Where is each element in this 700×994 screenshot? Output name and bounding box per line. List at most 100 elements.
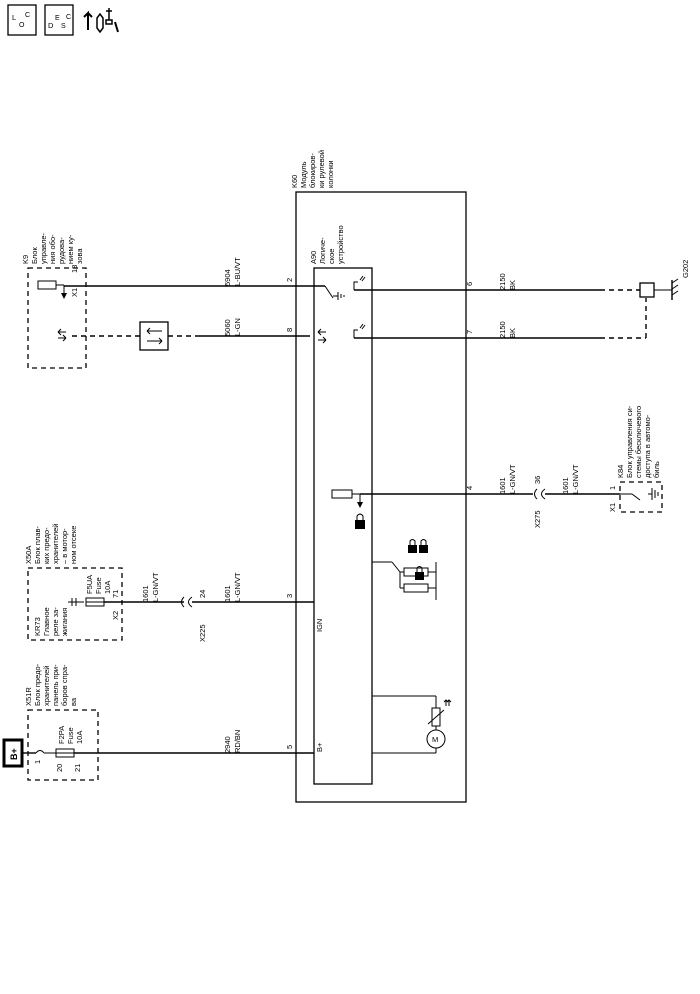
wire-1601-pin4-circuit: 1601 [498, 477, 507, 494]
wire-2150-a-circuit: 2150 [498, 273, 507, 290]
wire-2940-circuit: 2940 [223, 736, 232, 753]
thermistor-icon [427, 699, 452, 727]
svg-text:A90: A90 [309, 251, 318, 264]
k60-pin-5: 5 [285, 745, 294, 749]
wire-1601-k84-circuit: 1601 [561, 477, 570, 494]
ground-splice-box [639, 282, 655, 298]
k60-module-label: K60 Модуль блокиров- ки рулевой колонки [290, 150, 335, 188]
svg-text:KR73: KR73 [33, 617, 42, 636]
svg-text:Блок управления си-: Блок управления си- [625, 405, 634, 478]
svg-text:– в мотор-: – в мотор- [60, 528, 69, 564]
wire-1601-k84-color: L-GN/VT [571, 464, 580, 494]
f2pa-fuse-icon[interactable] [55, 748, 75, 758]
svg-text:доступа в автомо-: доступа в автомо- [643, 414, 652, 478]
bplus-internal-label: B+ [315, 742, 324, 752]
k9-input-symbol [37, 280, 67, 299]
motor-icon: M [426, 729, 446, 749]
svg-text:стемы бесключевого: стемы бесключевого [634, 406, 643, 478]
k84-module-label: K84 Блок управления си- стемы бесключево… [616, 405, 661, 478]
lock-icon-bottom [415, 566, 424, 580]
svg-text:Блок: Блок [30, 247, 39, 264]
k84-module-box [619, 481, 663, 513]
wire-1601-pin3-circuit: 1601 [223, 585, 232, 602]
svg-text:X50A: X50A [24, 546, 33, 564]
x50a-connector-x2: X2 [111, 611, 120, 620]
k60-pin-4: 4 [465, 486, 474, 490]
k84-pin-1: 1 [608, 486, 617, 490]
svg-text:10A: 10A [103, 581, 112, 594]
svg-text:X51R: X51R [24, 687, 33, 706]
location-icon[interactable]: L O C [7, 4, 37, 36]
serial-data-icon[interactable] [139, 321, 169, 351]
k60-pin-2: 2 [285, 278, 294, 282]
svg-text:Блок предо-: Блок предо- [33, 663, 42, 706]
x51r-pin-1: 1 [33, 760, 42, 764]
svg-text:нием ку-: нием ку- [66, 234, 75, 264]
wire-1601-pin3-color: L-GN/VT [233, 572, 242, 602]
location-letter-c: C [25, 12, 30, 19]
wire-1601-x50a-color: L-GN/VT [151, 572, 160, 602]
svg-text:биль: биль [652, 461, 661, 478]
x225-connector-symbol [181, 596, 193, 608]
wire-2940-color: RD/BN [233, 730, 242, 753]
battery-power-label: B+ [9, 748, 19, 760]
svg-text:блокиров-: блокиров- [308, 153, 317, 188]
f5ua-fuse-label: F5UA Fuse 10A [85, 575, 112, 594]
svg-text:ном отсеке: ном отсеке [69, 526, 78, 564]
a90-logic-device-label: A90 Логиче- ское устройство [309, 225, 345, 264]
svg-text:K60: K60 [290, 175, 299, 188]
wire-5904-circuit: 5904 [223, 269, 232, 286]
x225-connector-label: X225 [198, 624, 207, 642]
kr73-relay-symbol [68, 598, 84, 606]
svg-text:K84: K84 [616, 465, 625, 478]
svg-text:Модуль: Модуль [299, 161, 308, 188]
location-letter-o: O [19, 22, 25, 29]
k9-connector-x1: X1 [70, 288, 79, 297]
svg-text:K9: K9 [21, 255, 30, 264]
k60-pin-6: 6 [465, 282, 474, 286]
k60-module-box [295, 191, 467, 803]
description-letter-c: C [66, 14, 71, 21]
location-letter-l: L [12, 13, 16, 22]
svg-text:панель при-: панель при- [51, 664, 60, 706]
description-icon[interactable]: D E S C [44, 4, 74, 36]
svg-text:рудова-: рудова- [57, 237, 66, 264]
x225-pin-24: 24 [198, 590, 207, 598]
k60-pin-7: 7 [465, 330, 474, 334]
svg-text:хранителей: хранителей [51, 524, 60, 564]
f5ua-fuse-icon[interactable] [85, 597, 105, 607]
svg-text:F5UA: F5UA [85, 575, 94, 594]
x51r-pin-21: 21 [73, 764, 82, 772]
k9-module-box [27, 267, 87, 369]
x50a-fuse-block-label: X50A Блок плав- ких предо- хранителей – … [24, 524, 78, 564]
switch-to-ground-symbol [324, 285, 345, 300]
connector-tool-icon[interactable] [83, 8, 119, 34]
description-letter-e: E [55, 15, 60, 22]
lock-status-icon [355, 513, 365, 529]
svg-text:жигания: жигания [60, 608, 69, 636]
k84-switch-to-ground-symbol [620, 488, 659, 501]
svg-text:хранителей: хранителей [42, 666, 51, 706]
k9-pin-18: 18 [70, 265, 79, 273]
svg-text:Fuse: Fuse [94, 577, 103, 594]
kr73-relay-label: KR73 Главное реле за- жигания [33, 607, 69, 636]
wire-2150-b-circuit: 2150 [498, 321, 507, 338]
k84-connector-x1: X1 [608, 503, 617, 512]
wire-1601-pin4-color: L-GN/VT [508, 464, 517, 494]
a90-ground-switch-top [353, 275, 366, 290]
svg-text:ких предо-: ких предо- [42, 527, 51, 564]
ign-internal-label: IGN [315, 619, 324, 632]
a90-bidirectional-icon [317, 328, 327, 344]
svg-text:ва: ва [69, 697, 78, 706]
x51r-pin-20: 20 [55, 764, 64, 772]
svg-text:F2PA: F2PA [57, 726, 66, 744]
wire-5060-color: L-GN [233, 318, 242, 336]
wire-2150-a-color: BK [508, 280, 517, 290]
svg-text:ния обо-: ния обо- [48, 234, 57, 264]
svg-text:реле за-: реле за- [51, 607, 60, 636]
k9-module-label: K9 Блок управле- ния обо- рудова- нием к… [21, 232, 84, 264]
f2pa-fuse-label: F2PA Fuse 10A [57, 726, 84, 744]
x275-connector-symbol [534, 488, 546, 500]
lock-icon-top [408, 539, 428, 553]
x51r-fuse-block-label: X51R Блок предо- хранителей панель при- … [24, 663, 78, 706]
